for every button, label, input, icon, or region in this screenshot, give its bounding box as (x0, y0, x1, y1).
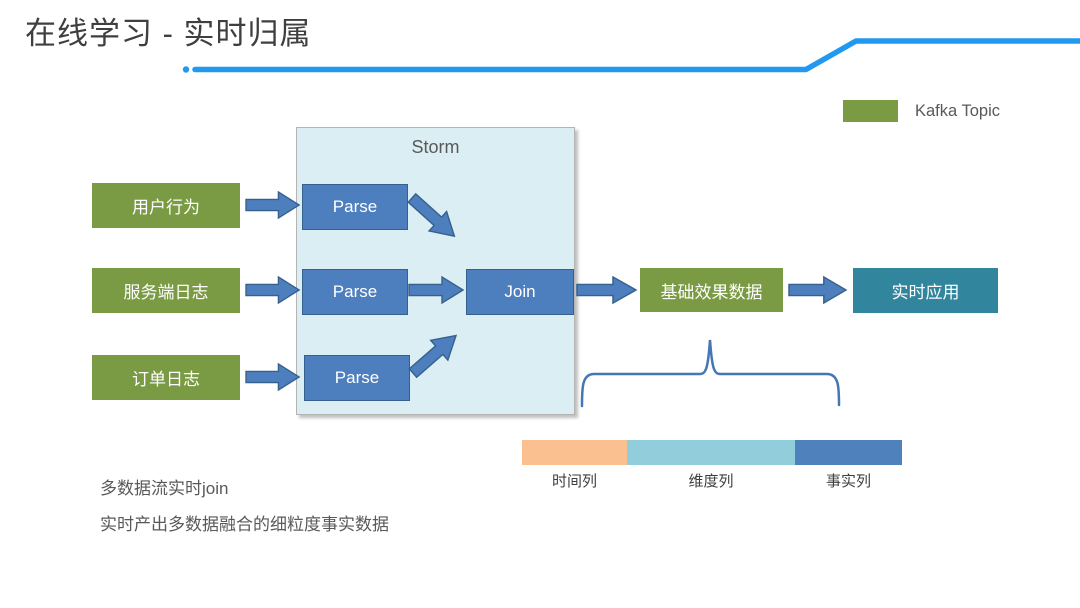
arrow-parse1-to-join (407, 192, 456, 238)
parse-node-2: Parse (302, 269, 408, 315)
bar-label-time: 时间列 (551, 473, 597, 490)
source-node-order-log: 订单日志 (92, 355, 240, 400)
arrow-result-to-app (788, 275, 848, 305)
columns-bar (522, 440, 902, 465)
title-underline-swoosh (182, 38, 1080, 73)
bar-label-dimension: 维度列 (688, 473, 734, 490)
parse-node-3: Parse (304, 355, 410, 401)
kafka-topic-label: Kafka Topic (915, 101, 1000, 120)
app-node-realtime-application: 实时应用 (853, 268, 998, 313)
arrow-parse2-to-join (408, 275, 465, 305)
bar-label-fact: 事实列 (825, 473, 871, 490)
arrow-user-behavior-to-parse (245, 190, 301, 220)
source-node-user-behavior: 用户行为 (92, 183, 240, 228)
arrow-parse3-to-join (408, 334, 458, 379)
note-line-2: 实时产出多数据融合的细粒度事实数据 (100, 515, 389, 534)
kafka-topic-swatch (843, 100, 898, 122)
bar-segment-time (522, 440, 627, 465)
arrow-storm-to-result (576, 275, 638, 305)
note-line-1: 多数据流实时join (100, 479, 229, 498)
bar-segment-dimension (627, 440, 795, 465)
slide-title: 在线学习 - 实时归属 (25, 16, 312, 51)
arrow-server-log-to-parse (245, 275, 301, 305)
columns-bar-labels: 时间列 维度列 事实列 (522, 470, 902, 491)
source-node-server-log: 服务端日志 (92, 268, 240, 313)
curly-brace-icon (580, 339, 841, 408)
parse-node-1: Parse (302, 184, 408, 230)
storm-label: Storm (411, 137, 460, 157)
join-node: Join (466, 269, 574, 315)
result-node-basic-effect-data: 基础效果数据 (640, 268, 783, 312)
bar-segment-fact (795, 440, 902, 465)
kafka-topic-legend: Kafka Topic (843, 100, 1000, 122)
arrow-order-log-to-parse (245, 362, 301, 392)
